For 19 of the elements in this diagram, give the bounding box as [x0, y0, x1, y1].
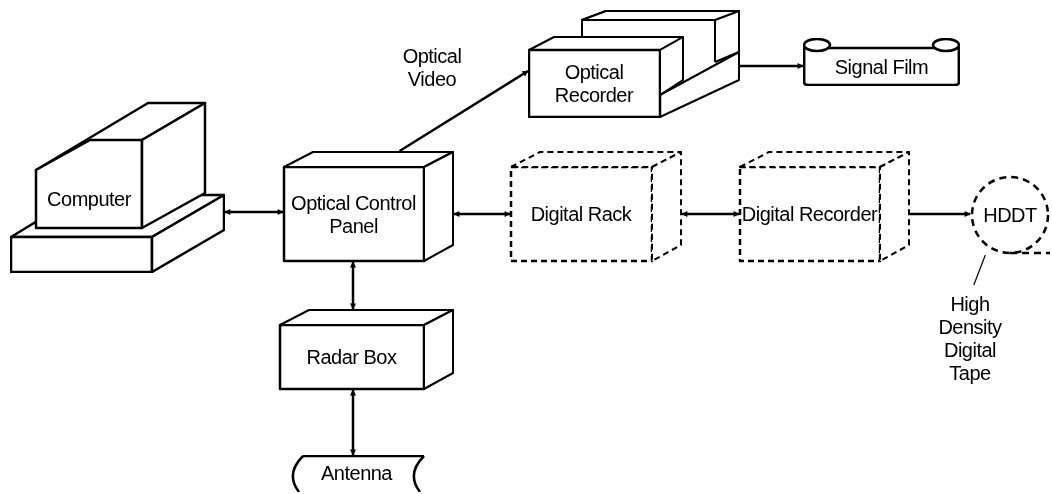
- node-label: Computer: [47, 187, 131, 211]
- arrow: [740, 63, 804, 69]
- arrow: [224, 209, 284, 215]
- node-label: Optical Recorder: [553, 61, 635, 107]
- arrow: [453, 211, 511, 217]
- node-label: HDDT: [983, 203, 1037, 227]
- node-label: High Density Digital Tape: [937, 293, 1003, 385]
- arrow: [910, 211, 971, 217]
- node-label: Signal Film: [834, 55, 929, 79]
- arrow: [681, 211, 740, 217]
- arrow: [398, 69, 529, 153]
- node-label: Digital Rack: [530, 203, 632, 226]
- node-label: Digital Recorder: [741, 203, 878, 226]
- arrow: [350, 389, 356, 456]
- node-label: Antenna: [321, 462, 392, 485]
- arrow: [350, 261, 356, 310]
- leader-line: [973, 254, 986, 286]
- node-label: Radar Box: [306, 346, 397, 369]
- node-label: Optical Control Panel: [290, 191, 417, 238]
